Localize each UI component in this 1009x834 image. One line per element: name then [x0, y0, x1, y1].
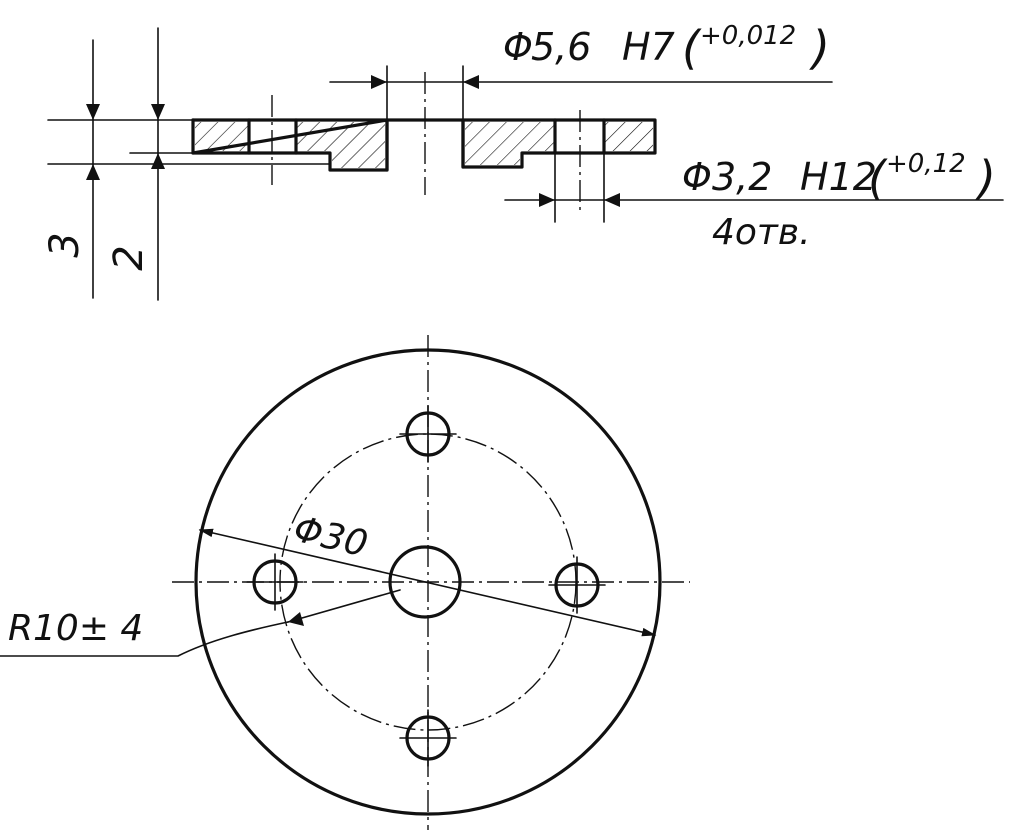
hole-bottom [399, 709, 457, 767]
bore-symbol: Φ [503, 25, 533, 69]
holes-tolerance: +0,12 [886, 149, 966, 179]
part-outline [191, 118, 657, 172]
svg-text:): ) [975, 151, 996, 205]
hatch-center-left [296, 122, 385, 168]
hole-left [246, 553, 304, 611]
bore-tolerance: +0,012 [700, 21, 796, 51]
hatch-left [195, 122, 249, 151]
hole-right [548, 556, 606, 614]
hole-dimension-text: Φ 3,2 H12 ( +0,12 ) 4отв. [682, 149, 996, 253]
radius-leader [0, 621, 289, 657]
radius-label: R10± 4 [8, 608, 143, 649]
bore-dimension-text: Φ 5,6 H7 ( +0,012 ) [503, 21, 830, 75]
holes-count-note: 4отв. [712, 212, 811, 253]
svg-text:(: ( [682, 21, 702, 75]
plan-view: Φ30 R10± 4 [0, 335, 690, 830]
hole-top [399, 405, 457, 463]
pitch-diameter-label: Φ30 [290, 509, 371, 566]
bore-value: 5,6 [531, 25, 591, 69]
section-view: 3 2 [42, 27, 1004, 301]
hatch-right [604, 122, 653, 151]
pitch-diameter-dim-line [198, 528, 657, 637]
holes-symbol: Φ [682, 155, 712, 199]
thickness-inner-label: 2 [106, 245, 152, 270]
holes-fit: H12 [800, 155, 877, 199]
hatch-center-right [465, 122, 555, 165]
holes-value: 3,2 [712, 155, 772, 199]
svg-text:): ) [809, 21, 830, 75]
svg-text:(: ( [868, 151, 888, 205]
bore-fit: H7 [622, 25, 675, 69]
thickness-outer-label: 3 [42, 232, 88, 257]
